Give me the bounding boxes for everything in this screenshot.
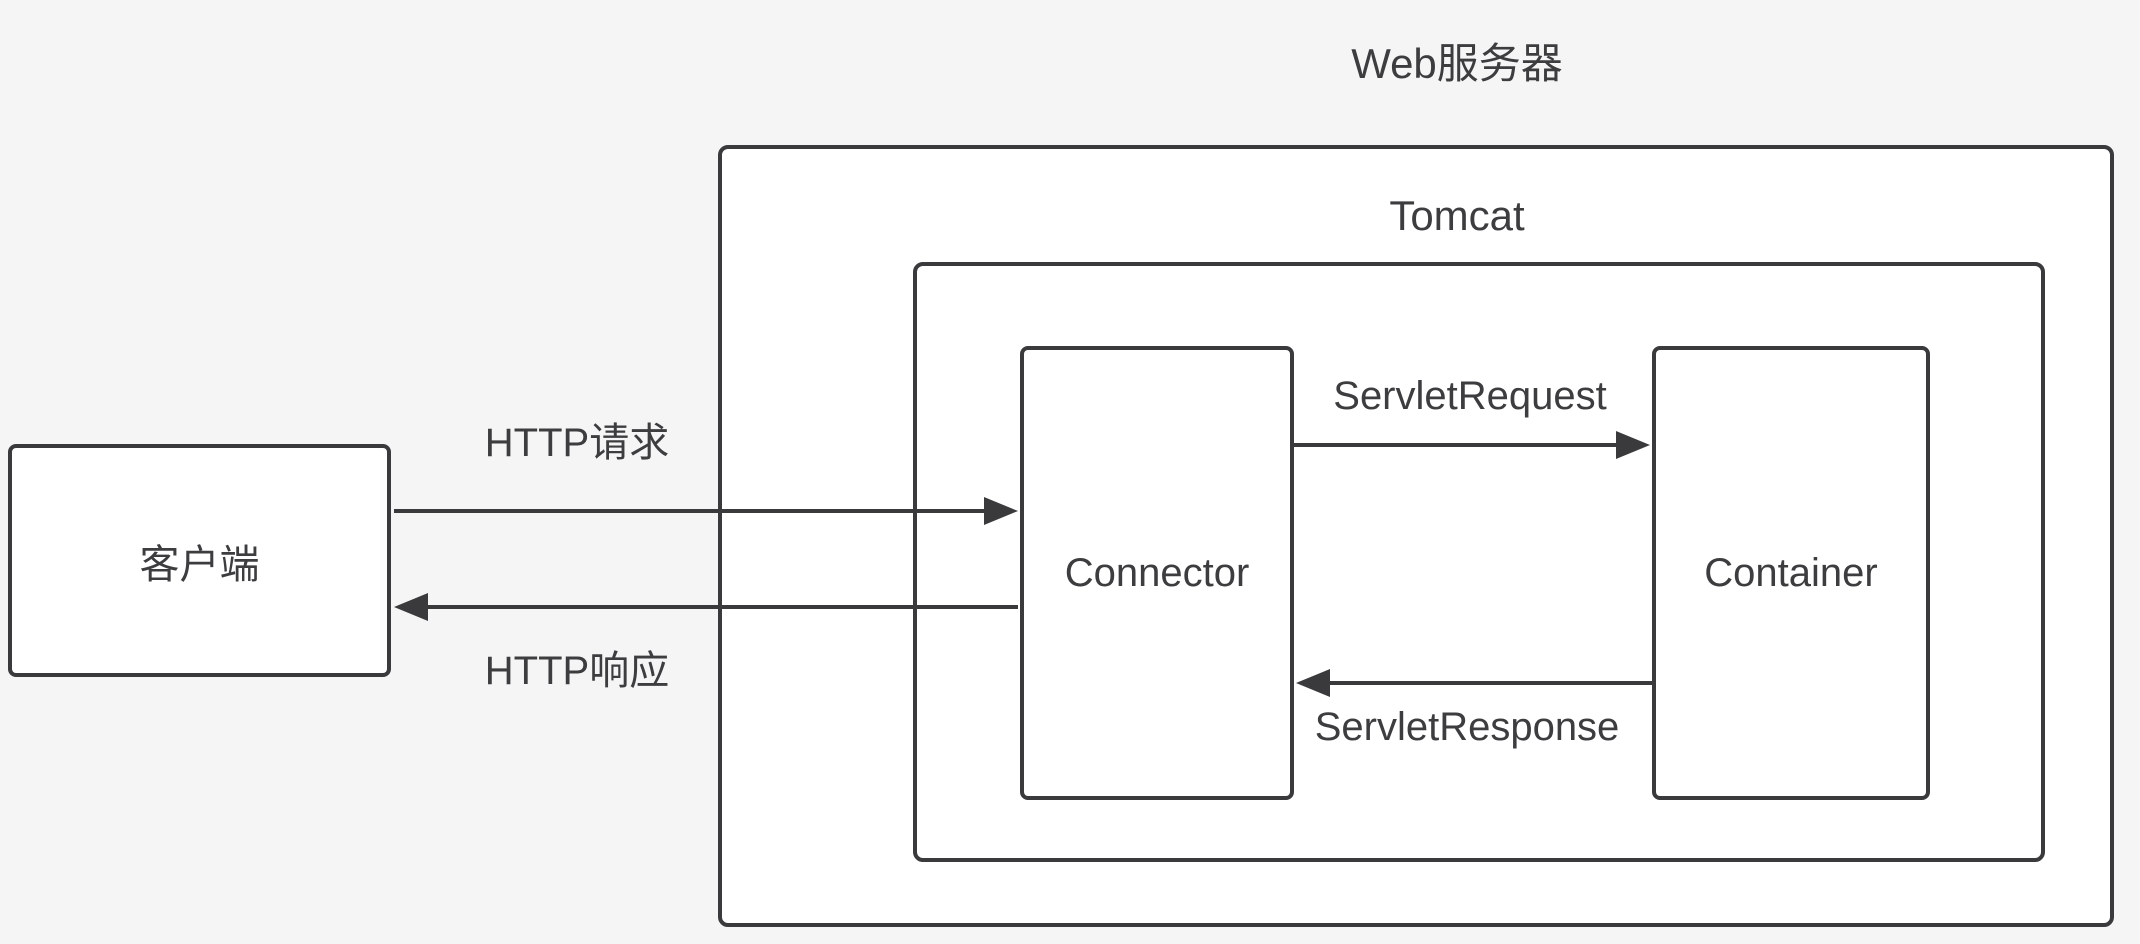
servlet-response-label: ServletResponse (1314, 705, 1620, 749)
connector-box: Connector (1020, 346, 1294, 800)
container-box: Container (1652, 346, 1930, 800)
servlet-request-label: ServletRequest (1333, 374, 1607, 418)
tomcat-label: Tomcat (1389, 192, 1525, 239)
client-box: 客户端 (8, 444, 391, 677)
http-response-label: HTTP响应 (484, 649, 670, 693)
container-label: Container (1704, 550, 1878, 595)
http-request-label: HTTP请求 (484, 421, 670, 465)
web-server-label: Web服务器 (1351, 40, 1563, 87)
connector-label: Connector (1064, 550, 1250, 595)
client-label: 客户端 (139, 542, 260, 587)
